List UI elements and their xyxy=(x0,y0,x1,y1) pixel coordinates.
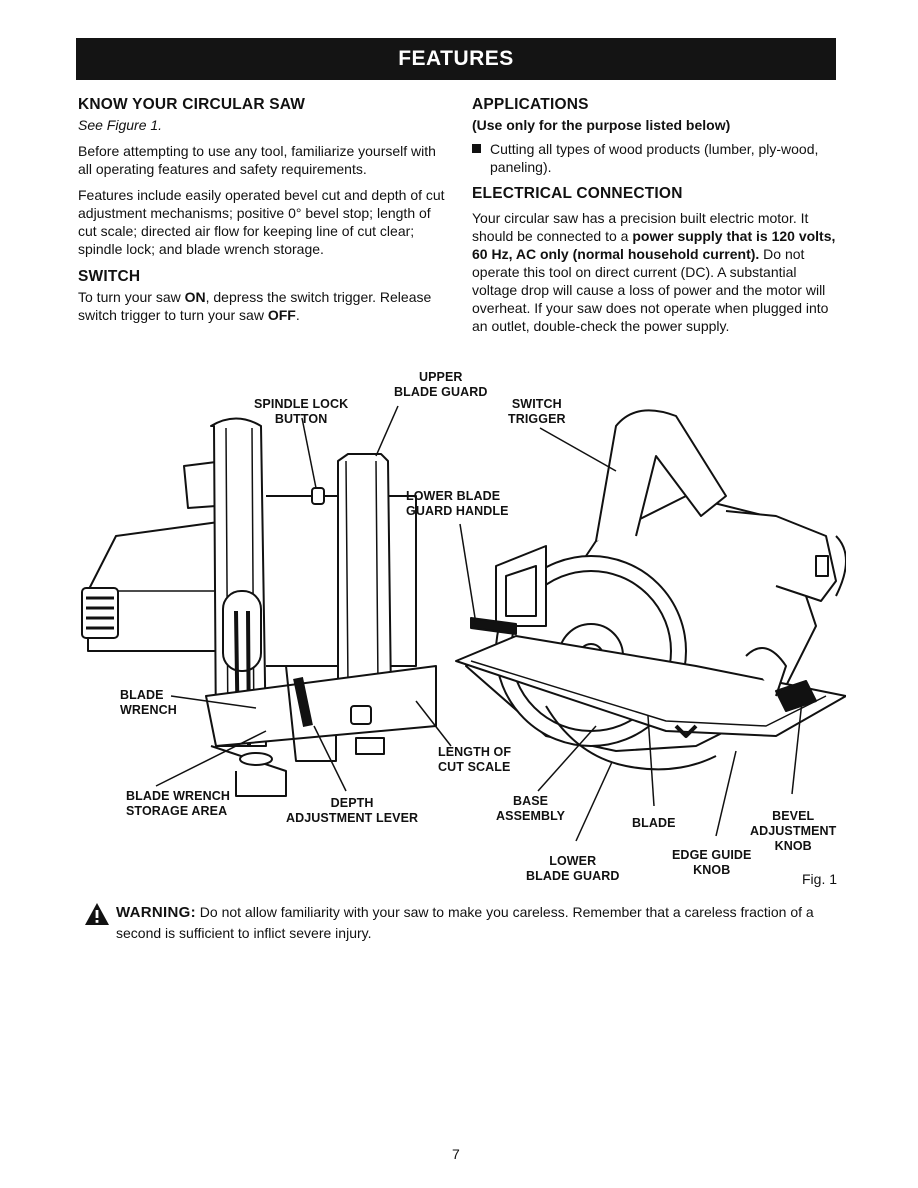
left-column: KNOW YOUR CIRCULAR SAW See Figure 1. Bef… xyxy=(78,96,450,332)
figure-caption: Fig. 1 xyxy=(802,871,838,887)
label-blade-wrench: BLADE WRENCH xyxy=(120,688,177,717)
page-number: 7 xyxy=(452,1146,460,1162)
know-paragraph-1: Before attempting to use any tool, famil… xyxy=(78,143,436,177)
electrical-paragraph: Your circular saw has a precision built … xyxy=(472,210,836,334)
circular-saw-illustration xyxy=(81,405,846,842)
switch-paragraph: To turn your saw ON, depress the switch … xyxy=(78,289,432,323)
applications-bullet-text: Cutting all types of wood products (lumb… xyxy=(490,141,819,175)
front-view-saw xyxy=(455,409,846,771)
label-depth-adjustment-lever: DEPTH ADJUSTMENT LEVER xyxy=(286,796,419,825)
switch-heading: SWITCH xyxy=(78,268,141,285)
applications-bullet: Cutting all types of wood products (lumb… xyxy=(472,140,842,176)
label-blade-wrench-storage-area: BLADE WRENCH STORAGE AREA xyxy=(126,789,230,818)
electrical-heading: ELECTRICAL CONNECTION xyxy=(472,185,683,202)
label-length-of-cut-scale: LENGTH OF CUT SCALE xyxy=(438,745,512,774)
page-title: FEATURES xyxy=(398,47,514,70)
label-base-assembly: BASE ASSEMBLY xyxy=(496,794,566,823)
label-lower-blade-guard: LOWER BLADE GUARD xyxy=(526,854,620,883)
page-title-banner: FEATURES xyxy=(76,38,836,80)
label-bevel-adjustment-knob: BEVEL ADJUSTMENT KNOB xyxy=(750,809,837,853)
label-blade: BLADE xyxy=(632,816,676,830)
warning-text: WARNING: Do not allow familiarity with y… xyxy=(116,904,814,941)
know-heading: KNOW YOUR CIRCULAR SAW xyxy=(78,96,306,113)
see-figure-note: See Figure 1. xyxy=(78,117,163,133)
label-upper-blade-guard: UPPER BLADE GUARD xyxy=(394,370,488,399)
know-paragraph-2: Features include easily operated bevel c… xyxy=(78,187,445,257)
warning-triangle-icon xyxy=(85,903,109,925)
leader-lines xyxy=(155,405,803,842)
applications-heading: APPLICATIONS xyxy=(472,96,589,113)
bullet-square-icon xyxy=(472,144,481,153)
label-switch-trigger: SWITCH TRIGGER xyxy=(508,397,566,426)
circular-saw-figure: UPPER BLADE GUARD SPINDLE LOCK BUTTON SW… xyxy=(76,366,846,896)
right-column: APPLICATIONS (Use only for the purpose l… xyxy=(472,96,842,343)
label-spindle-lock-button: SPINDLE LOCK BUTTON xyxy=(254,397,349,426)
label-lower-blade-guard-handle: LOWER BLADE GUARD HANDLE xyxy=(406,489,509,518)
label-edge-guide-knob: EDGE GUIDE KNOB xyxy=(672,848,752,877)
side-view-saw xyxy=(81,417,437,797)
applications-subhead: (Use only for the purpose listed below) xyxy=(472,117,731,133)
warning-notice: WARNING: Do not allow familiarity with y… xyxy=(84,902,844,943)
